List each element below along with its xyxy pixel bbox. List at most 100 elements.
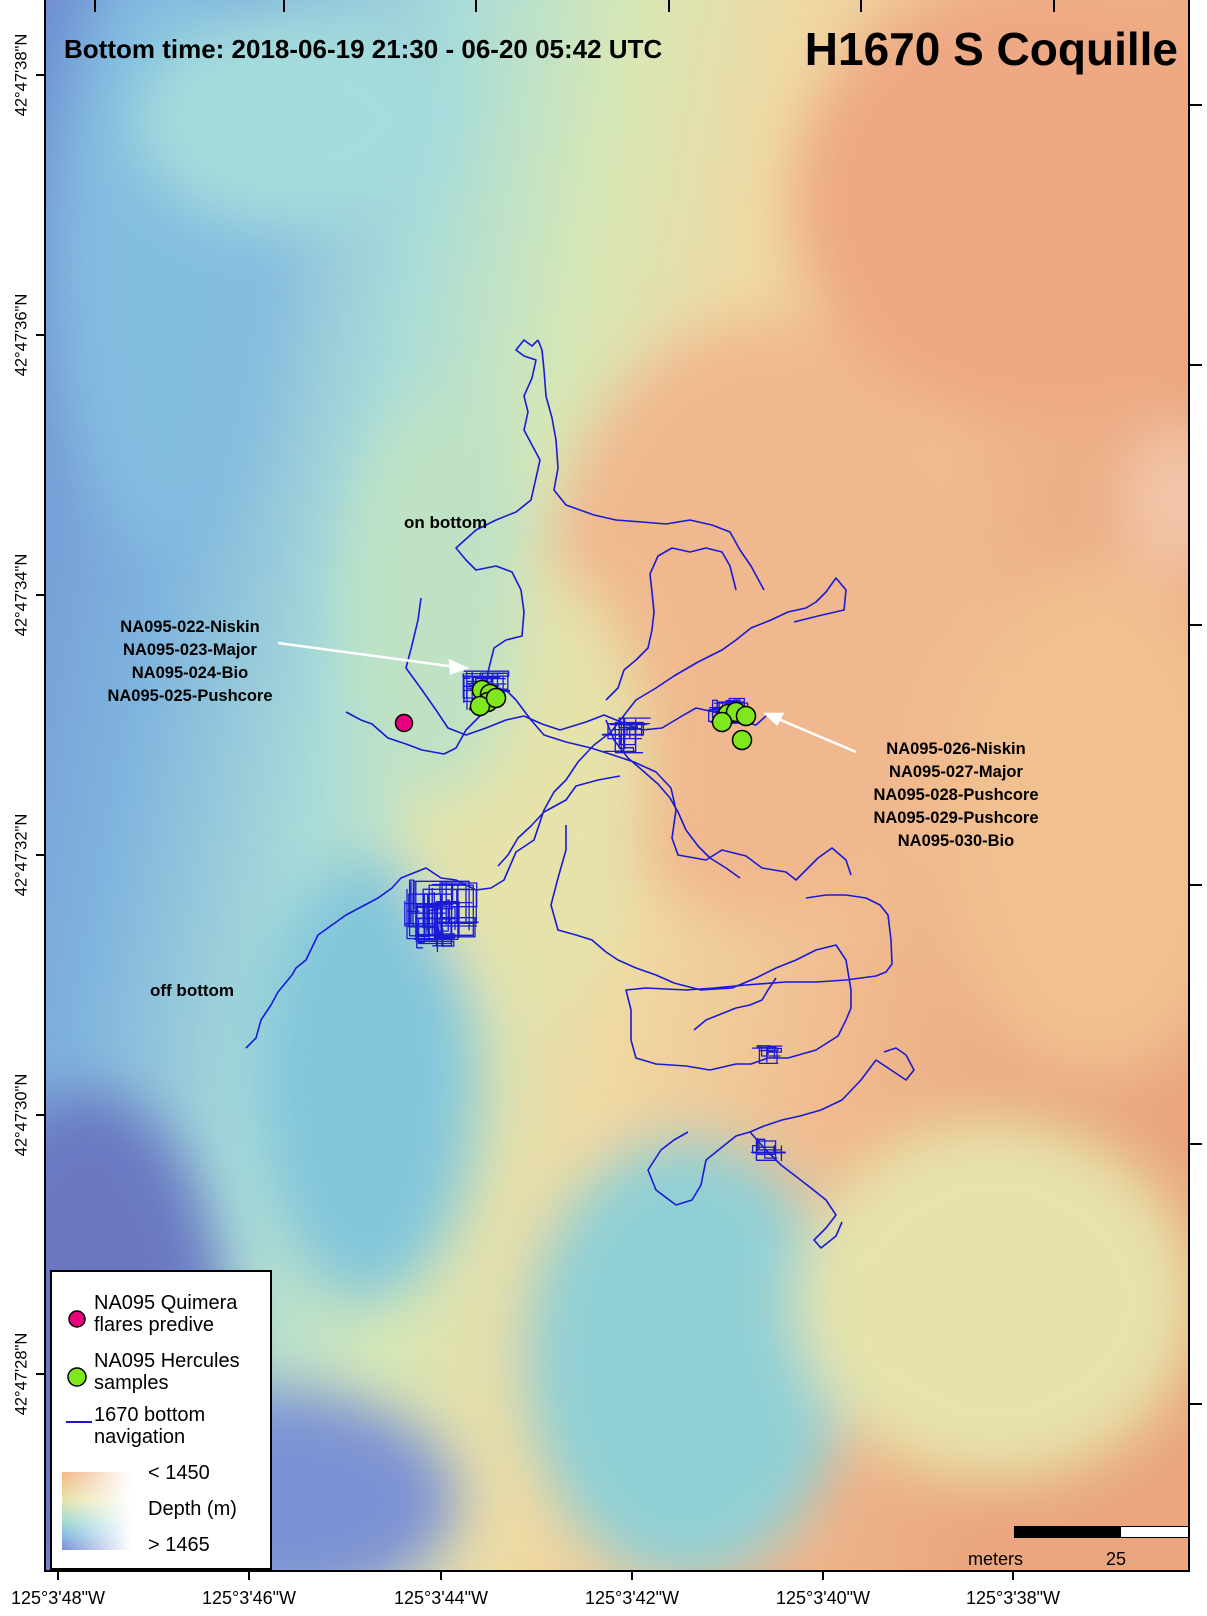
tick-mark — [668, 0, 670, 12]
tick-mark — [475, 0, 477, 12]
scale-bar-black-segment — [1014, 1526, 1122, 1538]
legend-flares: NA095 Quimera flares predive — [94, 1292, 237, 1336]
sample-label: NA095-025-Pushcore — [107, 687, 273, 705]
legend-flares-line1: NA095 Quimera — [94, 1292, 238, 1314]
sample-label: NA095-026-Niskin — [886, 740, 1026, 758]
depth-deep-label: > 1465 — [148, 1534, 210, 1556]
latitude-text: 42°47'36"N — [12, 293, 31, 377]
latitude-label: 42°47'32"N — [0, 795, 44, 915]
tick-mark — [36, 1373, 44, 1375]
track-segment — [415, 902, 456, 953]
sample-group-1-labels: NA095-022-Niskin NA095-023-Major NA095-0… — [90, 616, 290, 708]
longitude-label: 125°3'38"W — [965, 1588, 1061, 1608]
tick-mark — [440, 1572, 442, 1580]
tick-mark — [57, 1572, 59, 1580]
tick-mark — [1053, 0, 1055, 12]
latitude-label: 42°47'34"N — [0, 535, 44, 655]
tick-mark — [1012, 1572, 1014, 1580]
track-segment — [750, 1137, 786, 1162]
track-line-icon — [66, 1421, 92, 1423]
track-segment — [405, 597, 767, 736]
tick-mark — [36, 1114, 44, 1116]
tick-mark — [36, 854, 44, 856]
latitude-text: 42°47'28"N — [12, 1332, 31, 1416]
longitude-label: 125°3'42"W — [584, 1588, 680, 1608]
tick-mark — [860, 0, 862, 12]
depth-shallow-label: < 1450 — [148, 1462, 210, 1484]
latitude-label: 42°47'28"N — [0, 1314, 44, 1434]
sample-label: NA095-027-Major — [889, 763, 1023, 781]
latitude-text: 42°47'34"N — [12, 553, 31, 637]
tick-mark — [1190, 1143, 1202, 1145]
legend-track-line1: 1670 bottom — [94, 1404, 206, 1426]
map-title: H1670 S Coquille — [804, 23, 1178, 75]
tick-mark — [248, 1572, 250, 1580]
scale-unit-label: meters — [968, 1549, 1024, 1569]
bottom-navigation-track — [245, 339, 915, 1249]
latitude-label: 42°47'38"N — [0, 15, 44, 135]
track-segment — [749, 1131, 843, 1249]
latitude-text: 42°47'30"N — [12, 1073, 31, 1157]
sample-label: NA095-029-Pushcore — [873, 809, 1039, 827]
flare-marker — [394, 713, 414, 733]
track-segment — [875, 1047, 915, 1081]
tick-mark — [283, 0, 285, 12]
latitude-text: 42°47'38"N — [12, 33, 31, 117]
tick-mark — [1190, 104, 1202, 106]
tick-mark — [822, 1572, 824, 1580]
track-segment — [601, 717, 651, 754]
sample-label: NA095-024-Bio — [131, 664, 249, 682]
longitude-label: 125°3'48"W — [10, 1588, 106, 1608]
track-segment — [497, 775, 621, 867]
tick-mark — [631, 1572, 633, 1580]
track-segment — [345, 703, 493, 755]
legend-samples-line2: samples — [94, 1372, 169, 1394]
map-canvas[interactable]: Bottom time: 2018-06-19 21:30 - 06-20 05… — [44, 0, 1190, 1572]
track-segment — [751, 1044, 783, 1065]
tick-mark — [1190, 884, 1202, 886]
legend-samples: NA095 Hercules samples — [94, 1350, 240, 1394]
bottom-time-label: Bottom time: 2018-06-19 21:30 - 06-20 05… — [64, 34, 663, 64]
map-legend: NA095 Quimera flares predive NA095 Hercu… — [50, 1270, 272, 1570]
legend-track-line2: navigation — [94, 1426, 186, 1448]
sample-marker — [731, 729, 753, 751]
track-segment — [404, 879, 479, 941]
longitude-label: 125°3'40"W — [775, 1588, 871, 1608]
sample-marker — [711, 711, 733, 733]
sample-marker-icon — [67, 1367, 87, 1387]
longitude-label: 125°3'46"W — [201, 1588, 297, 1608]
sample-group-2-labels: NA095-026-Niskin NA095-027-Major NA095-0… — [846, 738, 1066, 853]
track-segment — [693, 977, 777, 1031]
sample-label: NA095-030-Bio — [897, 832, 1015, 850]
sample-label: NA095-022-Niskin — [120, 618, 260, 636]
track-segment — [605, 719, 741, 879]
latitude-label: 42°47'36"N — [0, 275, 44, 395]
latitude-text: 42°47'32"N — [12, 813, 31, 897]
flare-marker-icon — [68, 1310, 86, 1328]
track-segment — [505, 689, 852, 881]
tick-mark — [1190, 364, 1202, 366]
tick-mark — [36, 74, 44, 76]
scale-mid-label: 25 — [1106, 1549, 1127, 1569]
tick-mark — [1190, 624, 1202, 626]
longitude-label: 125°3'44"W — [393, 1588, 489, 1608]
track-segment — [550, 825, 893, 1071]
tick-mark — [36, 334, 44, 336]
off-bottom-label: off bottom — [150, 981, 235, 1000]
pointer-arrows — [277, 641, 857, 754]
sample-label: NA095-023-Major — [123, 641, 257, 659]
latitude-label: 42°47'30"N — [0, 1055, 44, 1175]
sample-marker — [485, 687, 507, 709]
tick-mark — [94, 0, 96, 12]
depth-color-ramp — [62, 1472, 132, 1550]
track-segment — [605, 547, 737, 701]
track-segment — [455, 339, 541, 699]
depth-title: Depth (m) — [148, 1498, 237, 1520]
scale-bar-white-segment — [1120, 1526, 1188, 1538]
track-segment — [537, 339, 765, 591]
legend-flares-line2: flares predive — [94, 1314, 215, 1336]
sample-label: NA095-028-Pushcore — [873, 786, 1039, 804]
legend-track: 1670 bottom navigation — [94, 1404, 205, 1448]
sample-marker — [735, 705, 757, 727]
track-segment — [647, 1059, 877, 1206]
